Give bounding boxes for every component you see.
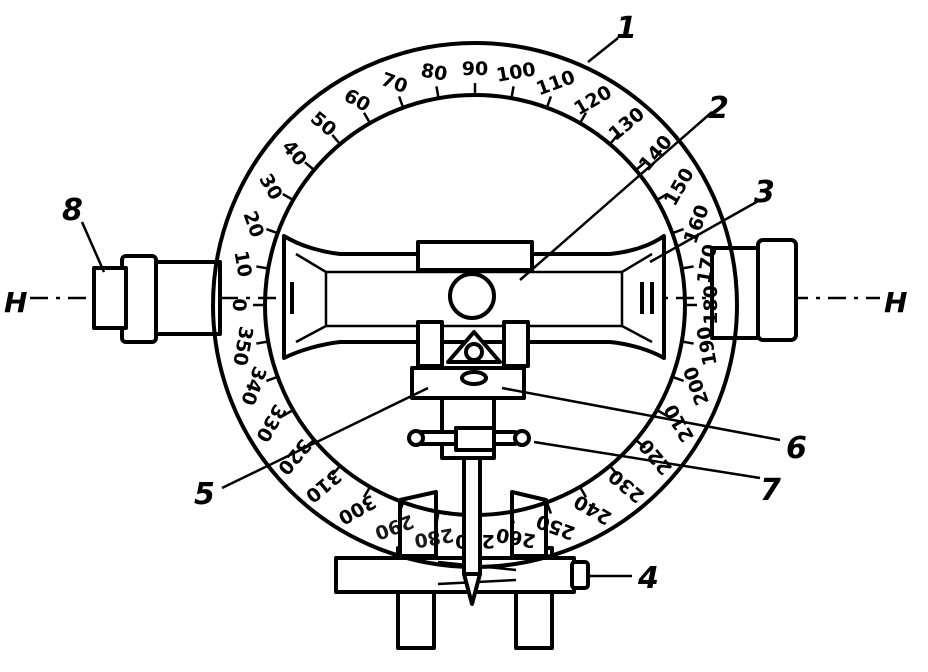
scale-tick [256,340,269,345]
scale-tick [578,112,588,124]
scale-label-10: 10 [229,249,255,279]
scale-tick [510,511,515,524]
scale-label-90: 90 [462,58,488,80]
callout-6: 6 [786,431,807,466]
scale-label-100: 100 [495,58,538,87]
scale-tick [681,265,694,270]
callout-1: 1 [616,11,637,46]
scale-label-20: 20 [238,208,268,240]
scale-label-180: 180 [700,285,722,325]
scale-label-200: 200 [680,363,714,408]
scale-tick [545,95,553,109]
scale-tick [635,439,646,449]
scale-tick [435,86,440,99]
scale-tick [578,486,588,498]
scale-label-60: 60 [340,84,374,116]
callout-7: 7 [760,473,781,508]
scale-tick [256,265,269,270]
scale-tick [282,192,294,202]
scale-label-350: 350 [228,325,257,368]
scale-label-50: 50 [306,107,340,141]
scale-tick [362,112,372,124]
axis-label-left: H [4,286,27,319]
scale-tick [397,95,405,109]
scale-tick [609,134,619,145]
callout-4: 4 [637,561,659,596]
right-tube [710,238,798,342]
axis-labels: H H [4,286,907,319]
scale-label-160: 160 [680,202,714,247]
scale-tick [545,501,553,515]
scale-label-220: 220 [635,434,677,479]
scale-label-140: 140 [635,131,677,176]
scale-tick [331,465,341,476]
scale-label-320: 320 [273,434,315,479]
callout-5: 5 [194,477,215,512]
scale-tick [397,501,405,515]
scale-tick [656,192,668,202]
scale-tick [609,465,619,476]
scale-label-310: 310 [301,465,346,507]
left-tube [92,254,222,344]
scale-label-30: 30 [254,170,286,204]
scale-label-230: 230 [604,465,649,507]
scale-label-80: 80 [419,59,449,85]
leader-lines [80,37,781,578]
scale-label-40: 40 [277,136,311,170]
sighting-tube [282,234,666,360]
callout-8: 8 [62,193,83,228]
scale-tick [362,486,372,498]
scale-tick [681,340,694,345]
scale-tick [671,375,685,383]
scale-tick [331,134,341,145]
callout-2: 2 [708,91,729,126]
scale-tick [635,161,646,171]
stem-assembly [407,320,531,606]
scale-tick [265,227,279,235]
scale-tick [510,86,515,99]
scale-label-70: 70 [378,68,410,98]
axis-label-right: H [884,286,907,319]
scale-tick [435,511,440,524]
scale-tick [265,375,279,383]
scale-tick [671,227,685,235]
scale-tick [656,408,668,418]
scale-label-340: 340 [236,363,270,408]
scale-label-0: 0 [228,298,250,311]
scale-tick [304,161,315,171]
callout-3: 3 [754,175,775,210]
callout-labels: 1 2 3 4 5 6 7 8 [62,11,807,596]
scale-ticks [253,83,697,527]
scale-label-130: 130 [604,103,649,145]
scale-tick [282,408,294,418]
scale-label-110: 110 [533,66,578,100]
